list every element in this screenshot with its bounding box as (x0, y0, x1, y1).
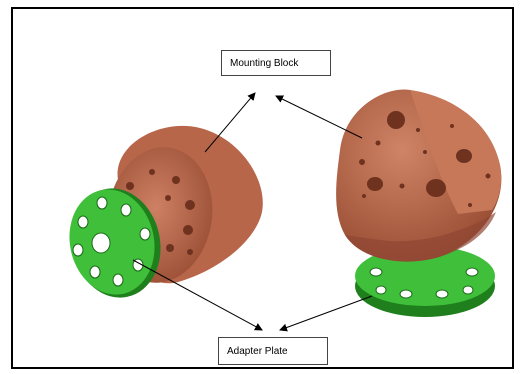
mounting-block-label: Mounting Block (221, 50, 331, 76)
arrow-right-plate-to-adapter (280, 296, 372, 330)
arrow-right-block-to-mounting (276, 96, 362, 138)
adapter-plate-label: Adapter Plate (218, 337, 328, 365)
right-mounting-block (336, 90, 501, 262)
